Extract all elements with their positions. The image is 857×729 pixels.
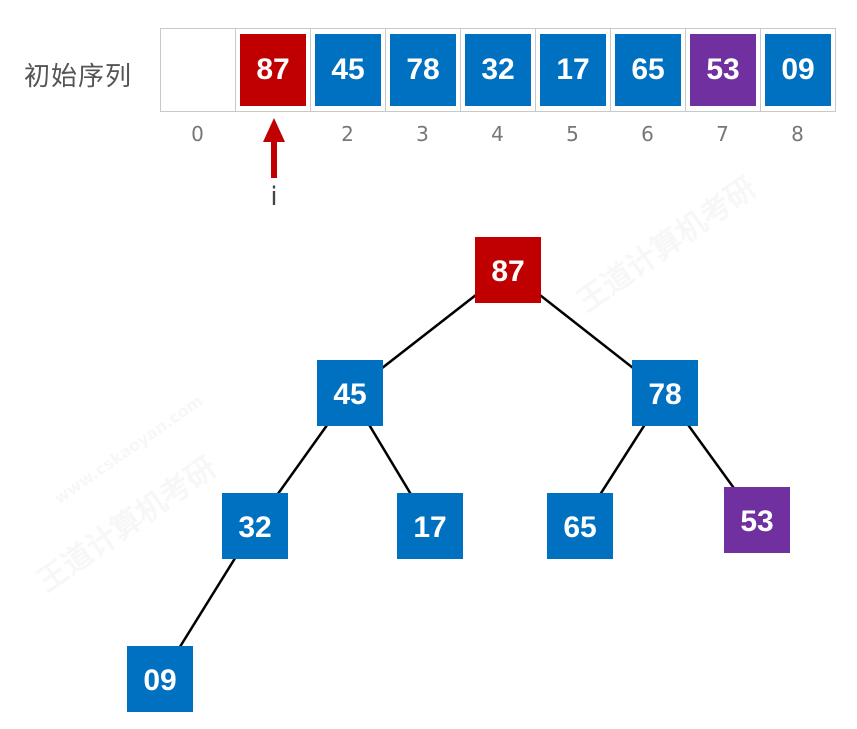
tree-node-box xyxy=(724,487,790,553)
array-index-4: 4 xyxy=(491,122,504,146)
up-arrow-icon xyxy=(263,118,285,178)
tree-node-label: 45 xyxy=(333,378,366,411)
tree-node-box xyxy=(222,493,288,559)
tree-node-label: 09 xyxy=(143,664,176,697)
array-cell-7: 53 xyxy=(685,28,761,112)
tree-node-box xyxy=(547,493,613,559)
array-cell-value: 32 xyxy=(465,34,531,106)
array-index-0: 0 xyxy=(191,122,204,146)
tree-node-label: 17 xyxy=(413,511,446,544)
array-index-3: 3 xyxy=(416,122,429,146)
array-index-8: 8 xyxy=(791,122,804,146)
tree-node-09: 09 xyxy=(127,646,193,712)
pointer-label: i xyxy=(270,182,278,212)
array-cell-value: 87 xyxy=(240,34,306,106)
array-cell-value: 65 xyxy=(615,34,681,106)
tree-node-box xyxy=(632,360,698,426)
tree-node-label: 32 xyxy=(238,511,271,544)
array-cell-value: 09 xyxy=(765,34,831,106)
array-cell-6: 65 xyxy=(610,28,686,112)
array-cell-value: 78 xyxy=(390,34,456,106)
array-cell-4: 32 xyxy=(460,28,536,112)
tree-node-87: 87 xyxy=(475,237,541,303)
array-cell-5: 17 xyxy=(535,28,611,112)
tree-node-label: 78 xyxy=(648,378,681,411)
pointer-i: i xyxy=(259,116,289,216)
tree-node-17: 17 xyxy=(397,493,463,559)
array-cell-value: 17 xyxy=(540,34,606,106)
sequence-label: 初始序列 xyxy=(24,62,133,92)
tree-node-32: 32 xyxy=(222,493,288,559)
tree-node-box xyxy=(475,237,541,303)
tree-node-label: 53 xyxy=(740,505,773,538)
tree-node-53: 53 xyxy=(724,487,790,553)
array-cell-1: 87 xyxy=(235,28,311,112)
array-cell-3: 78 xyxy=(385,28,461,112)
tree-node-label: 87 xyxy=(491,255,524,288)
tree-node-box xyxy=(317,360,383,426)
array-index-7: 7 xyxy=(716,122,729,146)
index-row: 0 2 3 4 5 6 7 8 xyxy=(160,122,835,146)
tree-node-box xyxy=(127,646,193,712)
tree-node-65: 65 xyxy=(547,493,613,559)
array-cell-8: 09 xyxy=(760,28,836,112)
array-index-2: 2 xyxy=(341,122,354,146)
array-cell-value: 53 xyxy=(690,34,756,106)
array-index-6: 6 xyxy=(641,122,654,146)
array-cell-2: 45 xyxy=(310,28,386,112)
array-index-5: 5 xyxy=(566,122,579,146)
tree-node-45: 45 xyxy=(317,360,383,426)
array-cell-value: 45 xyxy=(315,34,381,106)
tree-node-label: 65 xyxy=(563,511,596,544)
tree-node-box xyxy=(397,493,463,559)
tree-node-78: 78 xyxy=(632,360,698,426)
array-cell-0 xyxy=(160,28,236,112)
